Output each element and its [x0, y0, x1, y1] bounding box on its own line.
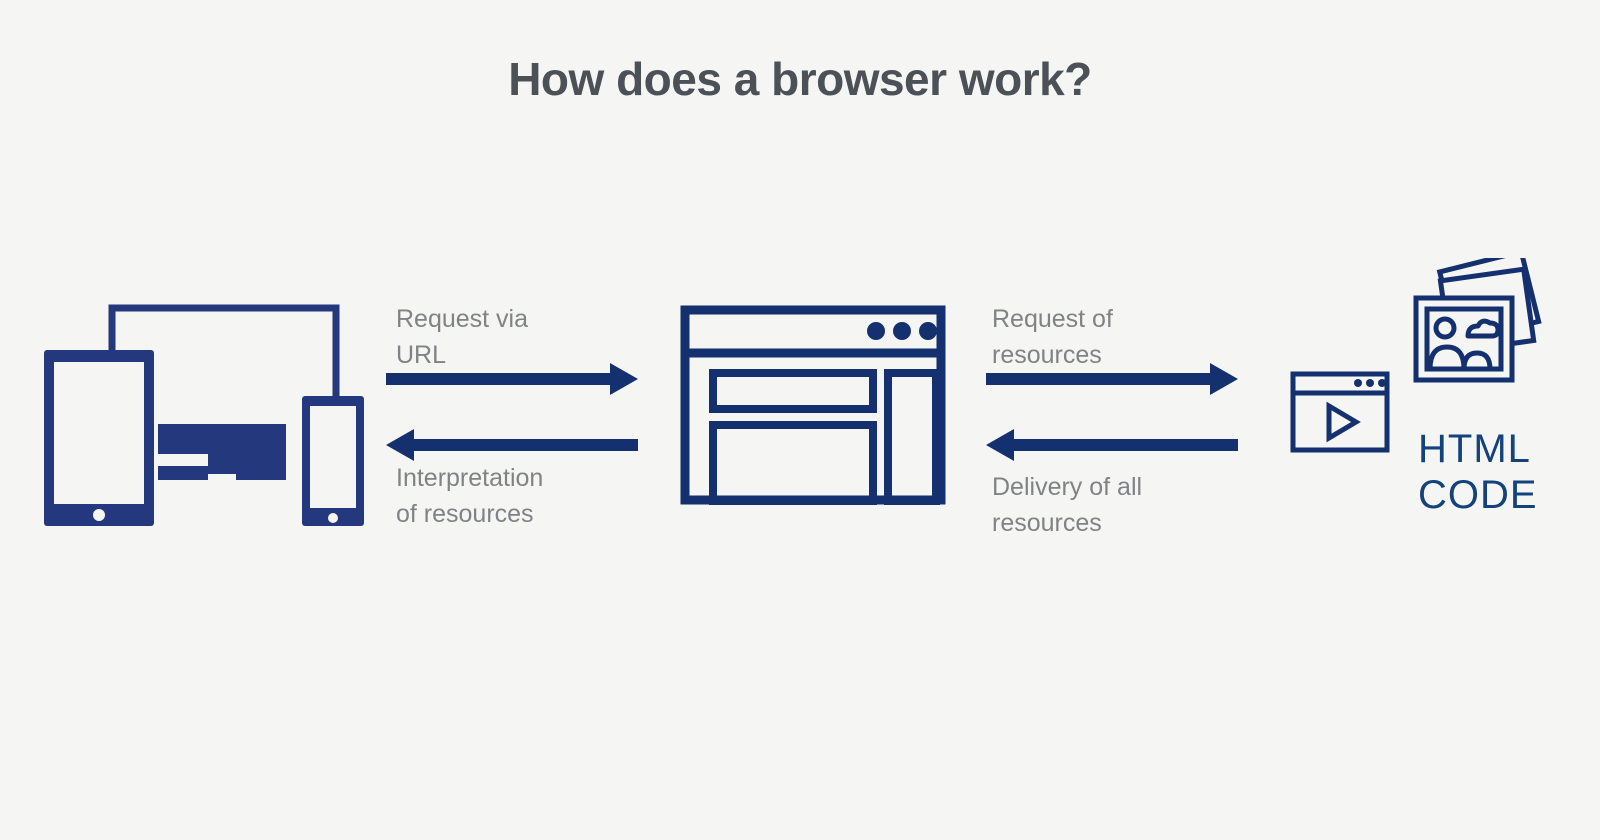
browser-content-bar [709, 369, 877, 413]
monitor-frame [108, 304, 340, 428]
video-frame [1290, 371, 1390, 453]
video-dot-3 [1378, 379, 1386, 387]
monitor-base-right2 [236, 466, 286, 480]
browser-window-svg [680, 305, 946, 505]
devices-icon [40, 300, 370, 535]
browser-sidebar-column [884, 369, 940, 505]
devices-icon-svg [44, 304, 364, 526]
cloud-icon [1465, 318, 1501, 339]
arrow-left-icon [386, 429, 638, 461]
photos-stack-svg [1413, 258, 1542, 383]
label-request-of-resources: Request of resources [992, 305, 1113, 369]
browser-dot-2 [893, 322, 911, 340]
html-code-label: HTML CODE [1418, 427, 1538, 517]
arrow-interpretation-of-resources [384, 428, 640, 462]
arrow-right-icon-2 [986, 363, 1238, 395]
tablet [44, 350, 154, 526]
monitor-base-right [236, 452, 286, 466]
browser-dot-1 [867, 322, 885, 340]
video-dot-2 [1366, 379, 1374, 387]
play-triangle-icon [1326, 401, 1361, 443]
photo-frame-front [1413, 295, 1515, 383]
browser-window-icon [680, 305, 946, 505]
monitor-stand-neck [208, 446, 236, 474]
arrow-request-of-resources [984, 362, 1240, 396]
monitor-base-left [158, 466, 208, 480]
video-player-svg [1290, 371, 1390, 453]
arrow-request-via-url [384, 362, 640, 396]
mountain-left-icon [1427, 344, 1467, 370]
browser-content-box [709, 421, 877, 505]
page-title: How does a browser work? [508, 53, 1092, 105]
smartphone [302, 396, 364, 526]
arrow-delivery-of-all-resources [984, 428, 1240, 462]
browser-dot-3 [919, 322, 937, 340]
arrow-left-icon-2 [986, 429, 1238, 461]
label-interpretation-of-resources: Interpretation of resources [396, 464, 544, 528]
arrow-right-icon [386, 363, 638, 395]
video-dot-1 [1354, 379, 1362, 387]
label-delivery-of-all-resources: Delivery of all resources [992, 473, 1143, 537]
sun-icon [1433, 316, 1457, 340]
video-player-icon [1252, 360, 1392, 460]
label-request-via-url: Request via URL [396, 305, 529, 369]
mountain-right-icon [1461, 350, 1493, 370]
photos-stack-icon [1408, 258, 1548, 388]
